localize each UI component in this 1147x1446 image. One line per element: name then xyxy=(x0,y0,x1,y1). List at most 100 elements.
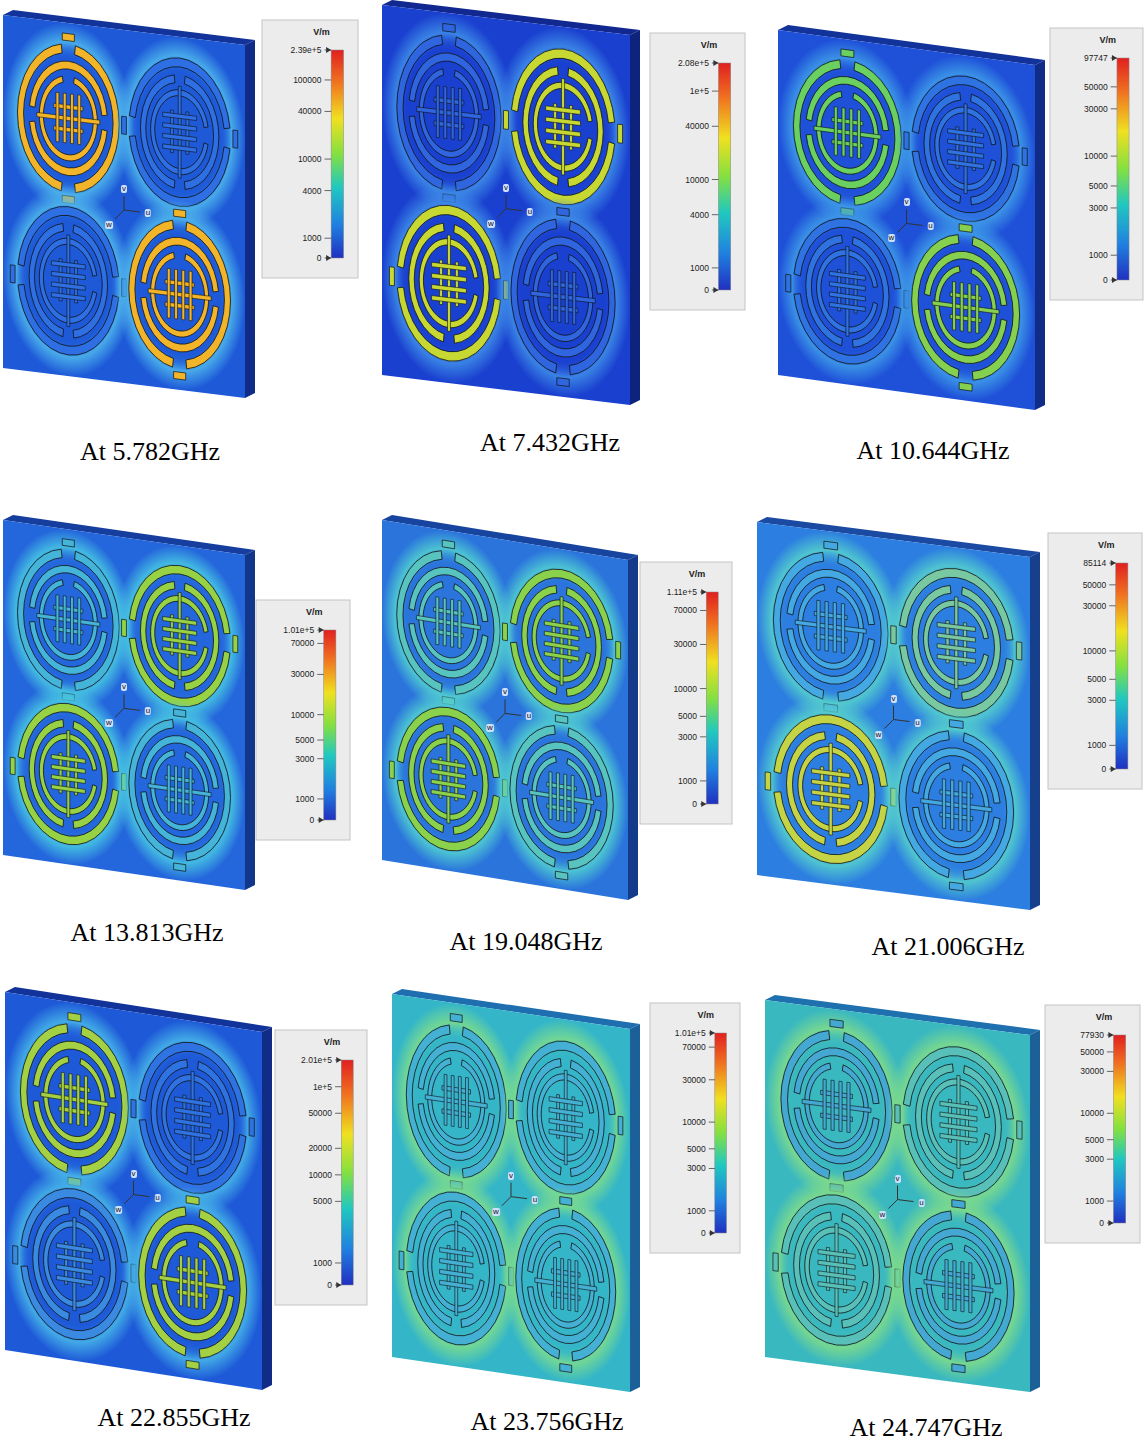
substrate-face xyxy=(3,15,245,398)
axis-triad xyxy=(502,1183,527,1206)
center-strip xyxy=(530,790,594,804)
center-strip xyxy=(175,1129,211,1139)
split-ring xyxy=(533,79,592,175)
center-strip xyxy=(953,1260,956,1310)
edge-slot xyxy=(450,1013,462,1022)
tick-mark xyxy=(1109,745,1115,746)
center-strip xyxy=(167,268,170,318)
resonator-cell xyxy=(896,205,1035,410)
edge-slot xyxy=(555,715,567,724)
tick-mark xyxy=(712,126,719,127)
tick-value: 77930 xyxy=(1080,1031,1104,1040)
axis-triad xyxy=(115,196,140,219)
tick-mark xyxy=(709,1168,715,1169)
center-strip xyxy=(466,1077,469,1128)
center-strip xyxy=(178,86,181,178)
tick-value: 1000 xyxy=(313,1259,332,1268)
center-strip xyxy=(163,112,197,120)
center-strip xyxy=(575,1260,578,1311)
axis-label: u xyxy=(145,209,151,217)
edge-slot xyxy=(443,23,455,32)
field-halo xyxy=(382,676,515,881)
resonator-cell xyxy=(495,695,628,900)
unit-label: V/m xyxy=(701,41,718,50)
resonator-pattern xyxy=(786,210,909,372)
field-halo xyxy=(3,674,134,874)
substrate-face xyxy=(392,994,630,1392)
axis-label: v xyxy=(904,198,910,206)
center-strip xyxy=(940,1123,977,1132)
center-strip xyxy=(180,1255,183,1306)
slab-front xyxy=(5,992,262,1390)
center-strip xyxy=(431,769,465,779)
tick-mark xyxy=(1111,207,1117,208)
center-strip xyxy=(937,654,975,663)
tick-value: 30000 xyxy=(673,640,697,649)
resonator-pattern xyxy=(511,202,615,392)
tick-value: 40000 xyxy=(685,122,709,131)
axis-label: v xyxy=(131,1170,137,1178)
field-halo xyxy=(3,177,134,384)
center-strip xyxy=(948,160,984,169)
tick-mark xyxy=(1107,1113,1114,1114)
center-strip xyxy=(425,1095,487,1108)
edge-slot xyxy=(389,267,394,286)
tick-value: 4000 xyxy=(690,210,709,219)
axis-label: w xyxy=(105,719,113,727)
tick-mark xyxy=(1107,1201,1114,1202)
tick-mark xyxy=(335,1174,341,1175)
center-strip xyxy=(795,620,866,633)
tick-mark xyxy=(325,190,332,191)
center-strip xyxy=(436,86,439,138)
center-strip xyxy=(531,291,595,303)
slab-side-edge xyxy=(630,1024,640,1392)
tick-value: 97747 xyxy=(1084,54,1108,63)
tick-value: 1000 xyxy=(1085,1197,1104,1206)
center-strip xyxy=(51,282,85,290)
colorbar-gradient xyxy=(715,1033,727,1233)
center-strip xyxy=(964,104,967,194)
center-strip xyxy=(56,1275,92,1285)
edge-slot xyxy=(62,33,74,42)
resonator-pattern xyxy=(18,532,120,708)
resonator-pattern xyxy=(899,713,1014,897)
resonator-pattern xyxy=(129,204,231,386)
edge-slot xyxy=(122,116,127,134)
center-strip xyxy=(967,782,970,832)
slab-side-edge xyxy=(630,30,640,405)
colorbar xyxy=(650,33,745,310)
frequency-caption: At 5.782GHz xyxy=(80,439,220,465)
field-halo xyxy=(495,695,628,900)
edge-slot xyxy=(952,1200,965,1209)
center-strip xyxy=(61,1072,64,1123)
center-strip xyxy=(839,1081,842,1131)
colorbar-gradient xyxy=(331,50,343,258)
split-ring xyxy=(419,235,478,331)
colorbar xyxy=(640,562,732,824)
tick-value: 20000 xyxy=(308,1144,332,1153)
center-strip xyxy=(554,1257,557,1308)
tick-mark xyxy=(317,758,323,759)
resonator-pattern xyxy=(895,1039,1022,1206)
axis-label: v xyxy=(891,695,897,703)
tick-value: 5000 xyxy=(313,1197,332,1206)
field-panel xyxy=(765,995,1040,1392)
edge-slot xyxy=(174,209,186,218)
split-ring xyxy=(428,1221,484,1316)
center-strip xyxy=(976,285,979,334)
center-strip xyxy=(951,780,954,830)
edge-slot xyxy=(233,635,238,652)
center-strip xyxy=(940,1133,977,1142)
tick-value: 10000 xyxy=(1080,1109,1104,1118)
center-strip xyxy=(163,647,197,656)
center-strip xyxy=(63,93,66,143)
colorbar xyxy=(1050,28,1143,300)
colorbar-gradient xyxy=(1117,58,1129,280)
axis-label: u xyxy=(918,1199,924,1207)
edge-slot xyxy=(389,761,394,779)
center-strip xyxy=(175,1108,211,1118)
resonator-pattern xyxy=(510,707,613,887)
slab-front xyxy=(392,994,630,1392)
edge-slot xyxy=(131,1099,136,1118)
split-ring xyxy=(817,246,878,337)
